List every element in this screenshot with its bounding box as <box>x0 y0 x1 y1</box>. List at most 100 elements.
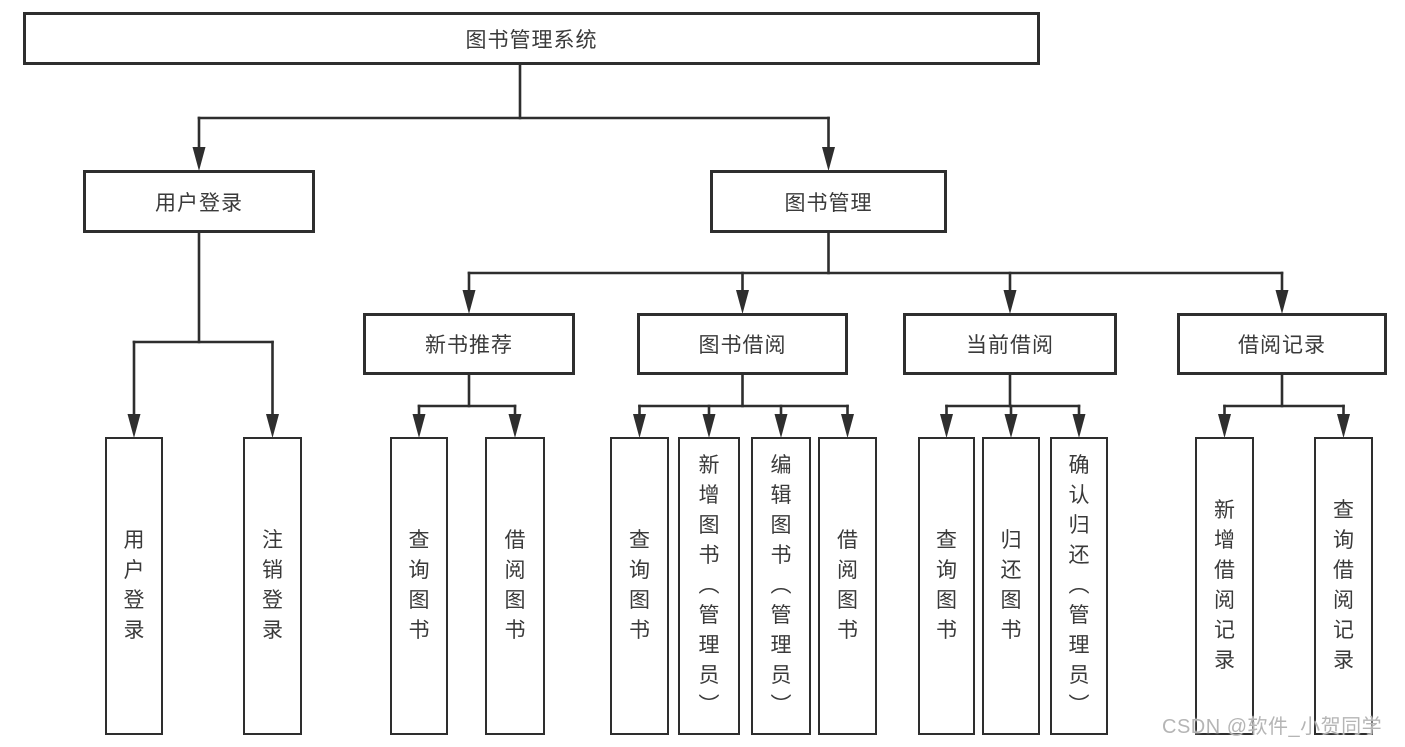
node-label: 查询图书 <box>936 526 957 646</box>
node-label: 新增图书︵管理员︶ <box>699 451 720 721</box>
node-query-book-3: 查询图书 <box>918 437 975 735</box>
node-label: 借阅图书 <box>837 526 858 646</box>
arrowhead-icon <box>1275 290 1289 314</box>
node-label-char: 书 <box>408 619 430 642</box>
node-label-char: 书 <box>698 544 720 567</box>
node-label-char: 书 <box>936 619 957 642</box>
node-label-char: 新 <box>698 454 720 477</box>
node-label: 借阅图书 <box>505 526 526 646</box>
node-root: 图书管理系统 <box>23 12 1040 65</box>
node-current-borrow: 当前借阅 <box>903 313 1117 375</box>
node-label-char: 理 <box>770 634 792 657</box>
node-label-char: 阅 <box>837 559 858 582</box>
node-label-char: 借 <box>1214 559 1235 582</box>
node-label-char: 询 <box>1333 529 1354 552</box>
node-label-char: 销 <box>262 559 283 582</box>
arrowhead-icon <box>508 414 522 438</box>
node-label-char: 员 <box>770 664 792 687</box>
node-label-char: 归 <box>1000 529 1022 552</box>
node-label-char: 还 <box>1068 544 1090 567</box>
node-label-char: 理 <box>698 634 720 657</box>
node-query-borrow-record: 查询借阅记录 <box>1314 437 1373 735</box>
node-label-char: 管 <box>770 604 792 627</box>
node-label-char: ︵ <box>770 574 792 597</box>
arrowhead-icon <box>127 414 141 438</box>
node-label-char: 新 <box>1214 499 1235 522</box>
node-label-char: 询 <box>936 559 957 582</box>
node-label-char: 管 <box>1068 604 1090 627</box>
node-label-char: ︵ <box>1068 574 1090 597</box>
node-return-book: 归还图书 <box>982 437 1040 735</box>
connector-group <box>127 63 1350 438</box>
node-label: 图书借阅 <box>698 334 787 357</box>
node-label-char: 员 <box>1068 664 1090 687</box>
node-label: 确认归还︵管理员︶ <box>1069 451 1090 721</box>
arrowhead-icon <box>1072 414 1086 438</box>
node-label-char: 登 <box>123 589 145 612</box>
node-new-book-rec: 新书推荐 <box>363 313 575 375</box>
node-label-char: 认 <box>1068 484 1090 507</box>
node-label-char: 图 <box>770 514 792 537</box>
node-label-char: 登 <box>262 589 283 612</box>
arrowhead-icon <box>412 414 426 438</box>
node-leaf-logout: 注销登录 <box>243 437 302 735</box>
node-label-char: 图 <box>936 589 957 612</box>
node-label: 归还图书 <box>1001 526 1022 646</box>
arrowhead-icon <box>1337 414 1350 438</box>
node-label-char: 书 <box>770 544 792 567</box>
node-label: 查询借阅记录 <box>1333 496 1354 676</box>
node-label-char: 图 <box>1000 589 1022 612</box>
node-borrow-book-2: 借阅图书 <box>818 437 877 735</box>
node-label-char: 员 <box>698 664 720 687</box>
node-edit-book: 编辑图书︵管理员︶ <box>751 437 811 735</box>
node-label-char: 还 <box>1000 559 1022 582</box>
node-label-char: 用 <box>123 529 145 552</box>
node-label-char: 查 <box>1333 499 1354 522</box>
node-label-char: 录 <box>123 619 145 642</box>
arrowhead-icon <box>1004 414 1018 438</box>
node-query-book-2: 查询图书 <box>610 437 669 735</box>
node-label: 新书推荐 <box>425 334 513 357</box>
node-label-char: ︶ <box>698 694 720 717</box>
node-label-char: 书 <box>837 619 858 642</box>
arrowhead-icon <box>940 414 953 438</box>
node-add-borrow-record: 新增借阅记录 <box>1195 437 1254 735</box>
arrowhead-icon <box>633 414 646 438</box>
node-label: 图书管理 <box>784 191 873 215</box>
node-label-char: 书 <box>1000 619 1022 642</box>
node-label-char: 阅 <box>1333 589 1354 612</box>
watermark: CSDN @软件_小贺同学 <box>1162 716 1383 738</box>
node-leaf-user-login: 用户登录 <box>105 437 163 735</box>
node-label-char: 录 <box>1333 649 1354 672</box>
node-label-char: 阅 <box>1214 589 1235 612</box>
node-label-char: 询 <box>629 559 650 582</box>
node-label-char: 增 <box>698 484 720 507</box>
node-label-char: 图 <box>504 589 526 612</box>
node-label-char: 借 <box>1333 559 1354 582</box>
node-label-char: 确 <box>1068 454 1090 477</box>
arrowhead-icon <box>266 414 279 438</box>
node-label: 用户登录 <box>155 191 243 215</box>
node-label: 查询图书 <box>409 526 430 646</box>
arrowhead-icon <box>192 147 206 171</box>
node-label-char: 借 <box>504 529 526 552</box>
node-label-char: 归 <box>1068 514 1090 537</box>
arrowhead-icon <box>1003 290 1017 314</box>
node-label-char: 询 <box>408 559 430 582</box>
node-label-char: 录 <box>262 619 283 642</box>
arrowhead-icon <box>702 414 716 438</box>
arrowhead-icon <box>1218 414 1231 438</box>
node-label-char: 阅 <box>504 559 526 582</box>
node-label-char: 辑 <box>770 484 792 507</box>
node-book-mgmt: 图书管理 <box>710 170 947 233</box>
node-label-char: 记 <box>1214 619 1235 642</box>
node-label-char: 录 <box>1214 649 1235 672</box>
node-label-char: 书 <box>504 619 526 642</box>
arrowhead-icon <box>822 147 835 171</box>
node-label-char: 图 <box>629 589 650 612</box>
node-label-char: 图 <box>698 514 720 537</box>
node-label: 注销登录 <box>262 526 283 646</box>
node-label: 用户登录 <box>124 526 145 646</box>
